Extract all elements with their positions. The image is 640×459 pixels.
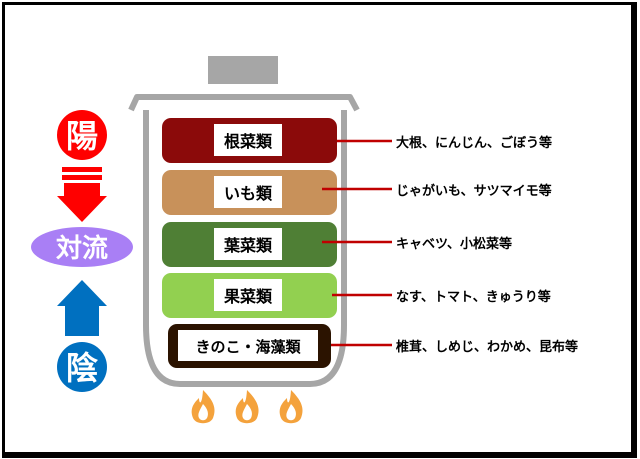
layer-label: 果菜類 [223, 287, 273, 306]
layer-label-box [214, 228, 282, 260]
layer-label: いも類 [224, 184, 273, 203]
layer-note: キャベツ、小松菜等 [396, 236, 512, 252]
layer-label-box [214, 279, 282, 311]
red-down-arrow-icon [57, 167, 107, 222]
convection-ellipse [31, 227, 133, 267]
convection-label: 対流 [56, 234, 108, 264]
layer-mushrooms-seaweed: きのこ・海藻類 椎茸、しめじ、わかめ、昆布等 [168, 324, 578, 368]
flame-icon [279, 390, 303, 424]
layer-label: 根菜類 [224, 132, 273, 151]
pot-lid-knob [208, 56, 278, 84]
flame-icon [191, 390, 215, 424]
layer-label-box [214, 176, 282, 208]
layer-label: 葉菜類 [223, 236, 273, 255]
layer-note: 椎茸、しめじ、わかめ、昆布等 [395, 339, 578, 355]
yin-label: 陰 [66, 349, 98, 387]
blue-up-arrow-icon [57, 280, 107, 336]
layer-label: きのこ・海藻類 [195, 338, 301, 356]
yin-circle [57, 342, 107, 392]
layer-label-box [214, 124, 282, 156]
layer-label-box [178, 330, 318, 361]
layer-note: じゃがいも、サツマイモ等 [396, 183, 552, 199]
flame-icon [235, 390, 259, 424]
pot-body [128, 94, 360, 387]
layer-note: なす、トマト、きゅうり等 [396, 289, 551, 305]
yang-circle [57, 110, 107, 160]
layer-potatoes: いも類 じゃがいも、サツマイモ等 [162, 170, 552, 215]
layer-note: 大根、にんじん、ごぼう等 [396, 135, 552, 151]
layer-leafy-vegetables: 葉菜類 キャベツ、小松菜等 [162, 222, 512, 267]
layer-root-vegetables: 根菜類 大根、にんじん、ごぼう等 [162, 118, 552, 163]
yang-label: 陽 [66, 117, 98, 155]
layer-fruit-vegetables: 果菜類 なす、トマト、きゅうり等 [162, 273, 551, 318]
